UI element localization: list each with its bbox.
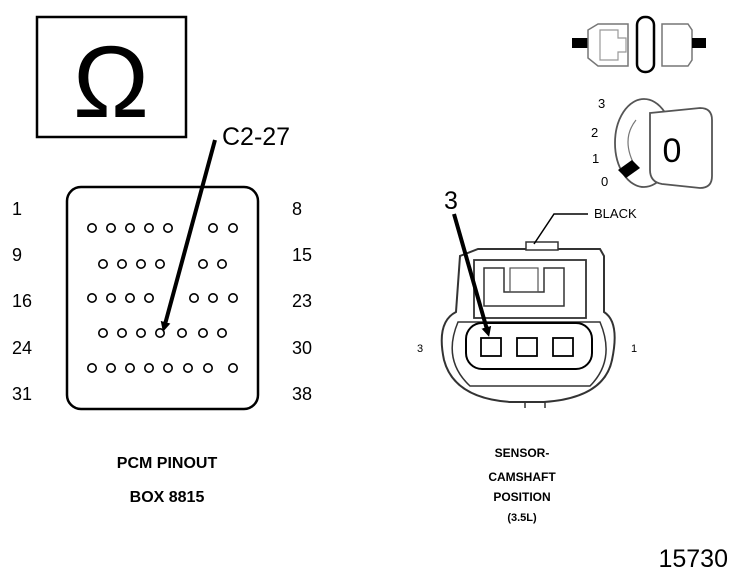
pcm-caption-title: PCM PINOUT <box>117 455 218 472</box>
pin-callout-arrow <box>160 139 217 332</box>
pcm-pin-hole <box>198 327 209 338</box>
pcm-pin-hole <box>125 362 136 373</box>
wire-color-label: BLACK <box>594 206 637 221</box>
sensor-caption-line: POSITION <box>493 490 550 504</box>
pcm-pin-hole <box>228 292 239 303</box>
pcm-pin-hole <box>144 223 155 234</box>
pcm-pin-hole <box>106 292 117 303</box>
pcm-pin-hole <box>87 223 98 234</box>
ignition-position-label: 1 <box>592 151 599 166</box>
ignition-key-icon: 3 2 1 0 0 <box>591 96 713 189</box>
pcm-pin-grid <box>87 223 239 373</box>
ignition-position-label: 2 <box>591 125 598 140</box>
pcm-row-start-number: 9 <box>12 245 22 265</box>
pcm-pin-hole <box>117 258 128 269</box>
camshaft-sensor-connector <box>440 241 616 408</box>
pcm-row-end-number: 15 <box>292 245 312 265</box>
sensor-pin-arrow <box>452 213 492 337</box>
figure-number: 15730 <box>658 545 728 573</box>
sensor-caption: SENSOR- CAMSHAFT POSITION (3.5L) <box>488 446 556 524</box>
ignition-position-label: 0 <box>601 174 608 189</box>
pcm-row-end-number: 30 <box>292 338 312 358</box>
pcm-pin-hole <box>228 362 239 373</box>
pcm-pin-hole <box>163 362 174 373</box>
pcm-pin-hole <box>125 223 136 234</box>
pcm-pin-hole <box>155 327 166 338</box>
ohmmeter-icon: Ω <box>35 15 188 139</box>
pcm-pin-hole <box>117 327 128 338</box>
pcm-pin-hole <box>217 327 228 338</box>
ignition-position-label: 3 <box>598 96 605 111</box>
pcm-connector <box>65 185 260 411</box>
sensor-caption-line: SENSOR- <box>495 446 550 460</box>
wire-color-leader <box>533 213 588 245</box>
pcm-pin-hole <box>106 362 117 373</box>
pcm-pin-hole <box>198 258 209 269</box>
pcm-pin-hole <box>183 362 194 373</box>
sensor-pin-callout: 3 <box>444 187 458 215</box>
pcm-row-end-number: 23 <box>292 291 312 311</box>
pcm-pin-hole <box>189 292 200 303</box>
sensor-terminal-left: 3 <box>417 343 423 355</box>
pcm-pin-hole <box>106 223 117 234</box>
pcm-right-numbers: 8 15 23 30 38 <box>292 199 312 404</box>
pcm-pin-hole <box>144 292 155 303</box>
pcm-pin-hole <box>177 327 188 338</box>
pcm-caption-box: BOX 8815 <box>130 489 205 506</box>
pcm-pin-hole <box>98 327 109 338</box>
pcm-pin-hole <box>228 223 239 234</box>
pcm-pin-hole <box>98 258 109 269</box>
pcm-pin-hole <box>203 362 214 373</box>
sensor-terminal-right: 1 <box>631 343 637 355</box>
pcm-left-numbers: 1 9 16 24 31 <box>12 199 32 404</box>
pcm-pin-hole <box>163 223 174 234</box>
disconnected-connector-icon <box>572 15 706 74</box>
sensor-caption-line: CAMSHAFT <box>488 470 556 484</box>
pcm-pin-hole <box>217 258 228 269</box>
pcm-pin-hole <box>136 327 147 338</box>
pcm-pin-hole <box>125 292 136 303</box>
pcm-pin-hole <box>87 362 98 373</box>
pcm-pin-hole <box>208 223 219 234</box>
pcm-pin-hole <box>155 258 166 269</box>
pcm-row-start-number: 24 <box>12 338 32 358</box>
pcm-row-start-number: 31 <box>12 384 32 404</box>
ignition-key-position: 0 <box>663 132 682 170</box>
pcm-pin-hole <box>144 362 155 373</box>
pcm-pin-hole <box>87 292 98 303</box>
pcm-pin-hole <box>136 258 147 269</box>
pcm-row-start-number: 1 <box>12 199 22 219</box>
sensor-caption-line: (3.5L) <box>507 512 537 524</box>
pcm-row-end-number: 38 <box>292 384 312 404</box>
pcm-row-end-number: 8 <box>292 199 302 219</box>
pin-callout-label: C2-27 <box>222 123 290 151</box>
pcm-row-start-number: 16 <box>12 291 32 311</box>
ohm-icon: Ω <box>73 25 149 139</box>
pcm-pin-hole <box>208 292 219 303</box>
